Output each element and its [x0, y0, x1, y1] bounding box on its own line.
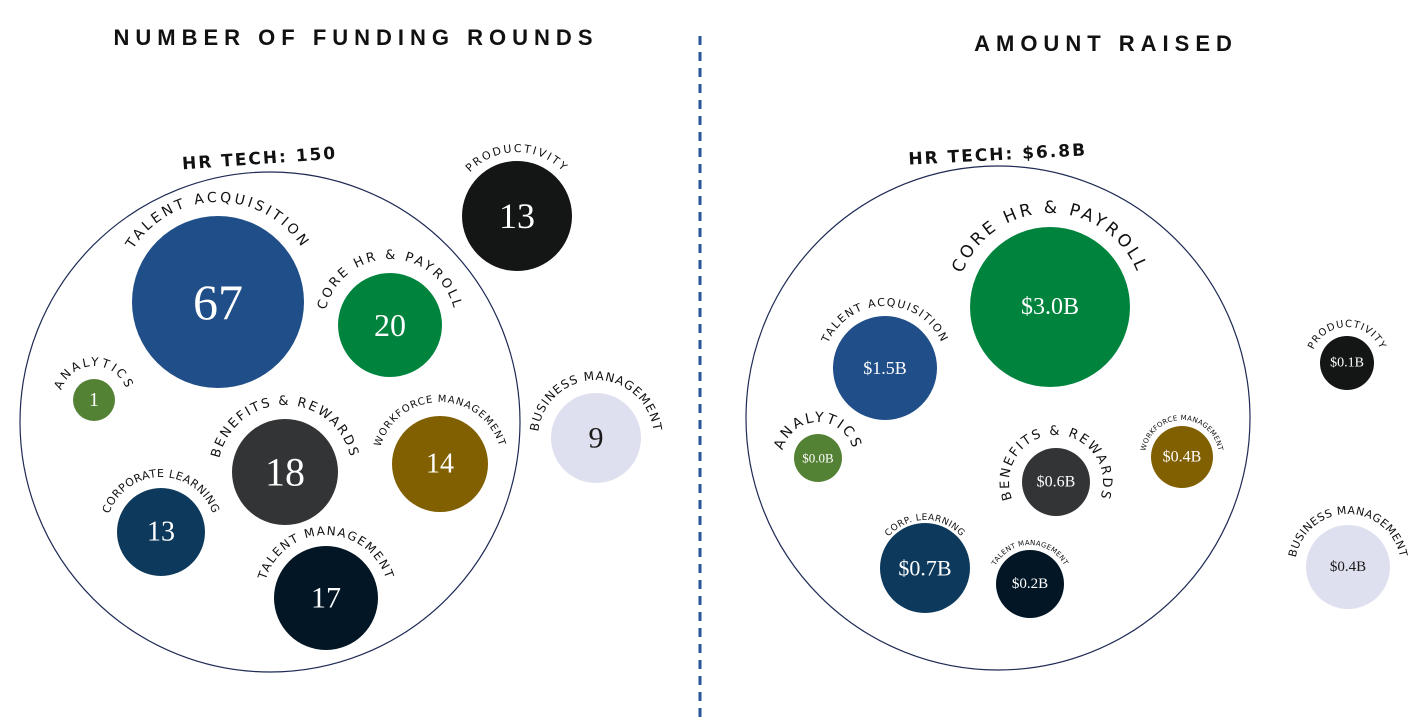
rounds-bubble-workforce-management [392, 416, 488, 512]
rounds-value-business-management: 9 [589, 422, 604, 455]
amount-group-label: HR TECH: $6.8B [908, 140, 1088, 169]
amount-value-analytics: $0.0B [802, 451, 834, 466]
amount-value-core-hr-and-payroll: $3.0B [1021, 294, 1079, 320]
rounds-value-productivity: 13 [499, 196, 535, 236]
amount-bubble-business-management [1306, 525, 1390, 609]
rounds-value-analytics: 1 [89, 389, 99, 411]
rounds-group-circle [19, 171, 521, 673]
rounds-bubble-core-hr-and-payroll [338, 273, 442, 377]
rounds-group-label: HR TECH: 150 [181, 144, 337, 175]
rounds-value-benefits-and-rewards: 18 [265, 450, 305, 495]
rounds-value-core-hr-and-payroll: 20 [374, 307, 406, 343]
amount-bubble-benefits-and-rewards [1022, 448, 1090, 516]
rounds-bubble-analytics [73, 379, 115, 421]
amount-value-talent-acquisition: $1.5B [863, 358, 907, 378]
rounds-value-talent-acquisition: 67 [193, 274, 243, 330]
rounds-chart-title: NUMBER OF FUNDING ROUNDS [114, 25, 599, 50]
amount-bubble-corp-learning [880, 523, 970, 613]
amount-bubble-productivity [1320, 336, 1374, 390]
rounds-value-workforce-management: 14 [426, 449, 454, 480]
rounds-bubble-corporate-learning [117, 488, 205, 576]
rounds-bubble-talent-management [274, 546, 378, 650]
rounds-value-corporate-learning: 13 [147, 517, 175, 548]
amount-value-workforce-management: $0.4B [1163, 449, 1202, 466]
amount-value-business-management: $0.4B [1330, 559, 1366, 575]
amount-value-benefits-and-rewards: $0.6B [1037, 474, 1076, 491]
amount-chart-title: AMOUNT RAISED [974, 31, 1238, 56]
amount-bubble-core-hr-and-payroll [970, 227, 1130, 387]
rounds-bubble-talent-acquisition [132, 216, 304, 388]
amount-bubble-workforce-management [1151, 426, 1213, 488]
amount-bubble-talent-management [996, 550, 1064, 618]
amount-value-corp-learning: $0.7B [898, 556, 951, 581]
amount-value-talent-management: $0.2B [1012, 576, 1048, 592]
amount-group-circle [745, 165, 1251, 671]
rounds-bubble-business-management [551, 393, 641, 483]
amount-bubble-analytics [794, 434, 842, 482]
rounds-bubble-benefits-and-rewards [232, 419, 338, 525]
rounds-value-talent-management: 17 [311, 582, 341, 615]
amount-value-productivity: $0.1B [1330, 356, 1364, 371]
rounds-bubble-productivity [462, 161, 572, 271]
amount-bubble-talent-acquisition [833, 316, 937, 420]
